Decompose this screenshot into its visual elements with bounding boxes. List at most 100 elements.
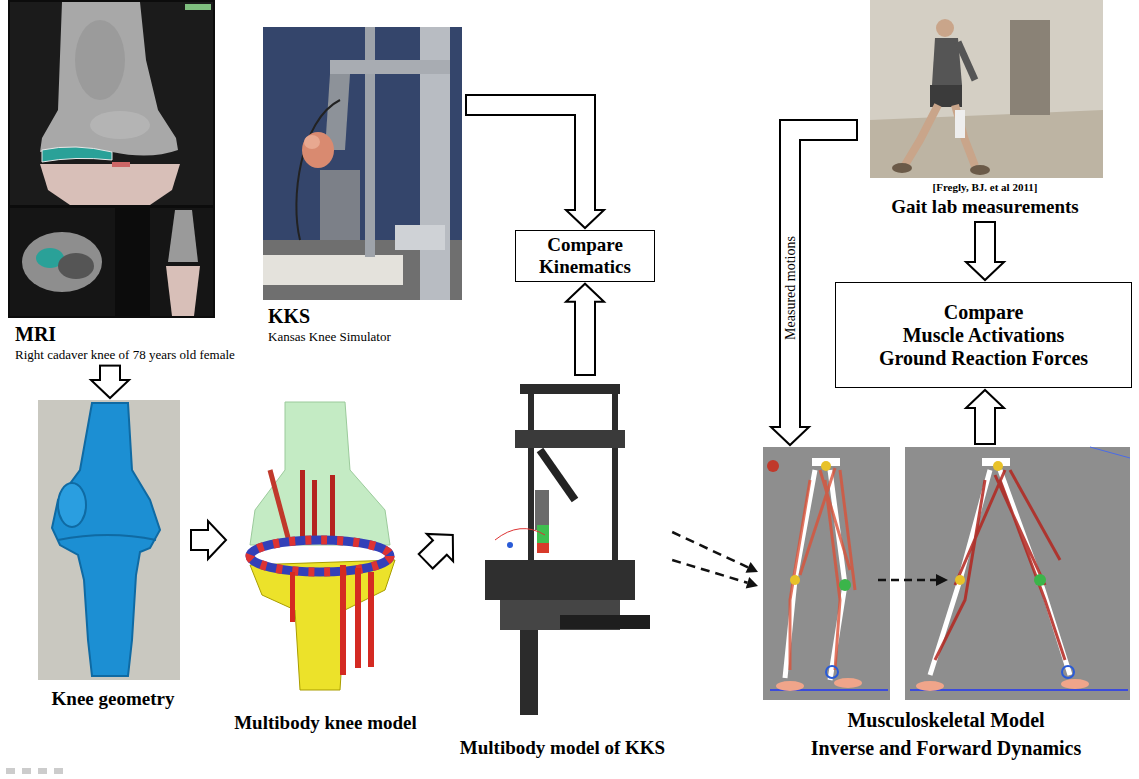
arrow-fill	[426, 546, 441, 561]
arrow-outline	[465, 105, 585, 210]
toolbar-icons-part	[6, 768, 15, 774]
arrow-fill	[467, 105, 585, 212]
simulator-model-render	[485, 384, 650, 715]
arrow-fill	[976, 406, 994, 443]
musculoskeletal-render-part	[776, 681, 804, 691]
image-area	[455, 378, 670, 715]
box-label: Compare	[873, 301, 1095, 324]
multibody-knee-render-part	[312, 480, 317, 540]
block-arrow	[91, 365, 129, 398]
block-arrow	[425, 534, 453, 562]
musculoskeletal-render	[763, 447, 1130, 700]
musculoskeletal-render-part	[790, 468, 855, 670]
simulator-model-render-part	[507, 542, 513, 548]
simulator-model-render-part	[495, 529, 545, 540]
mri-scan-part	[40, 164, 180, 205]
image-panel: MRIRight cadaver knee of 78 years old fe…	[8, 0, 313, 363]
gait-photo-part	[1010, 20, 1050, 115]
simulator-photo-part	[302, 132, 334, 168]
gait-photo-part	[870, 0, 1103, 178]
panel-caption: Multibody model of KKS	[460, 737, 665, 760]
panel-caption: [Fregly, BJ. et al 2011]	[933, 181, 1038, 194]
musculoskeletal-render-part	[916, 681, 944, 691]
gait-photo-part	[958, 42, 975, 80]
mri-scan-part	[10, 208, 115, 316]
panel-caption: Musculoskeletal Model	[847, 708, 1044, 732]
toolbar-icons-part	[38, 768, 47, 774]
mri-scan	[8, 0, 215, 318]
panel-title: KKS	[268, 304, 310, 328]
mri-scan-part	[150, 208, 213, 316]
multibody-knee-render-part	[250, 540, 390, 572]
image-panel: Musculoskeletal ModelInverse and Forward…	[760, 447, 1132, 760]
image-panel: [Fregly, BJ. et al 2011] Gait lab measure…	[860, 0, 1110, 219]
mri-scan-part	[10, 2, 213, 205]
mri-scan-part	[168, 210, 198, 262]
panel-caption: Knee geometry	[52, 688, 175, 711]
mri-scan-part	[90, 111, 150, 139]
panel-caption: Gait lab measurements	[891, 196, 1079, 219]
musculoskeletal-render-part	[993, 461, 1003, 471]
gait-photo-part	[955, 105, 975, 166]
gait-photo-part	[955, 110, 965, 138]
arrow-shaft	[672, 560, 747, 583]
block-arrow	[966, 390, 1004, 445]
mri-scan-part	[8, 0, 215, 318]
toolbar-icons-part	[22, 768, 31, 774]
multibody-knee-render-part	[300, 470, 305, 540]
toolbar-icons	[6, 768, 63, 774]
musculoskeletal-render-part	[1034, 574, 1046, 586]
panel-caption: Kansas Knee Simulator	[268, 329, 391, 345]
mri-scan-part	[42, 147, 112, 162]
musculoskeletal-render-part	[839, 579, 851, 591]
gait-photo	[870, 0, 1103, 178]
multibody-knee-render-part	[250, 560, 395, 690]
musculoskeletal-render-part	[767, 460, 779, 472]
arrow-head	[746, 577, 758, 589]
multibody-knee-render	[250, 402, 395, 690]
multibody-knee-render-part	[330, 475, 335, 540]
simulator-photo-part	[304, 135, 320, 149]
image-area	[860, 0, 1110, 178]
musculoskeletal-render-part	[763, 447, 890, 700]
arrow-head	[966, 390, 1004, 408]
simulator-model-render-part	[485, 560, 635, 600]
panel-caption: Inverse and Forward Dynamics	[811, 736, 1082, 760]
simulator-model-render-part	[515, 430, 625, 448]
block-arrow	[966, 221, 1004, 280]
image-area	[38, 400, 188, 680]
simulator-model-render-part	[528, 390, 534, 580]
box-label: Compare Kinematics	[524, 234, 646, 278]
musculoskeletal-render-part	[1090, 447, 1130, 458]
arrow-head	[566, 210, 604, 228]
arrow-fill	[192, 531, 210, 549]
gait-photo-part	[892, 163, 912, 173]
arrow-fill	[976, 223, 994, 264]
box-label: Muscle Activations Ground Reaction Force…	[873, 324, 1095, 370]
panel-caption: Right cadaver knee of 78 years old femal…	[15, 347, 235, 363]
simulator-model-render-part	[520, 384, 620, 394]
knee-geometry-render	[38, 400, 180, 680]
simulator-photo-part	[263, 27, 462, 300]
image-area	[760, 447, 1132, 700]
multibody-knee-render-part	[250, 402, 390, 545]
musculoskeletal-render-part	[936, 574, 948, 586]
edge-label: Measured motions	[783, 234, 798, 342]
mri-scan-part	[166, 266, 200, 316]
mri-scan-part	[185, 4, 211, 10]
knee-geometry-render-part	[52, 403, 160, 676]
image-area	[228, 400, 423, 690]
mri-scan-part	[58, 253, 94, 279]
image-panel: Multibody model of KKS	[455, 378, 670, 760]
multibody-knee-render-part	[250, 540, 390, 572]
arrow-head	[91, 380, 129, 398]
arrow-head	[427, 534, 453, 561]
mri-scan-part	[112, 162, 130, 167]
knee-geometry-render-part	[38, 400, 180, 680]
mri-scan-part	[75, 20, 125, 100]
panel-title: MRI	[15, 322, 56, 346]
